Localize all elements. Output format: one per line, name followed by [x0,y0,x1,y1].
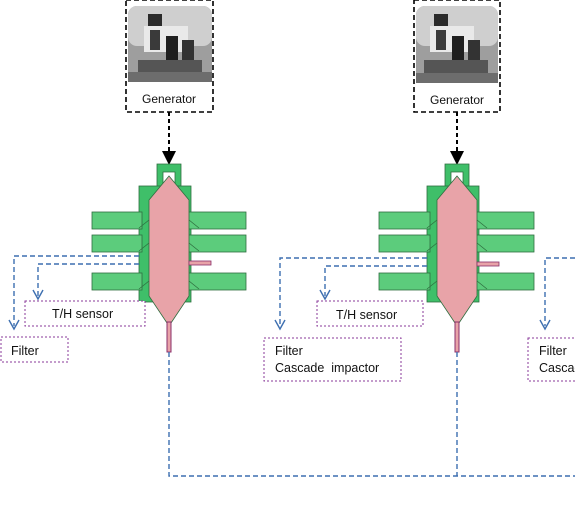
port [91,211,143,230]
generator-label: Generator [430,93,484,107]
exposure-chamber-right [378,163,535,353]
sampler-box [263,337,402,382]
generator-right: Generator [413,0,501,113]
sensor-label: T/H sensor [336,308,397,322]
sensor-box [316,300,424,327]
port [91,234,143,253]
sample-line-filter [13,255,139,326]
th-sensor-left: T/H sensor [24,300,146,327]
port [378,272,431,291]
sampler-label-line-1: Filter [539,344,567,358]
sampler-filter-left: Filter [0,336,69,363]
th-sensor-right: T/H sensor [316,300,424,327]
sample-line-sensor [324,265,427,296]
sampler-label-line-2: Cascade [539,361,575,375]
exposure-chamber-left [91,163,247,353]
generator-label: Generator [142,92,196,106]
sensor-probe [188,260,212,266]
outlet-tube [166,321,172,353]
sampler-box [527,337,575,382]
sampler-filter-cascade-partial: Filter Cascade [527,337,575,382]
chamber-body [436,175,478,327]
exhaust-line [168,352,575,477]
generator-photo [416,6,498,83]
port [378,211,431,230]
sampler-filter-impactor: Filter Cascade impactor [263,337,402,382]
sensor-probe [476,261,500,267]
sampler-label-line-2: Cascade impactor [275,361,379,375]
sampler-label-line-1: Filter [275,344,303,358]
sensor-box [24,300,146,327]
port [91,272,143,291]
port [378,234,431,253]
sample-line-filter [544,257,575,326]
exposure-unit-left: Generator [0,0,247,363]
sensor-label: T/H sensor [52,307,113,321]
sampler-box [0,336,69,363]
chamber-body [148,175,190,327]
exposure-unit-right: Generator T/H sensor Filter [263,0,575,382]
outlet-tube [454,321,460,353]
generator-photo [128,6,212,82]
sample-line-filter [279,257,427,326]
sampler-label: Filter [11,344,39,358]
generator-left: Generator [125,0,214,113]
sample-line-sensor [37,263,139,296]
